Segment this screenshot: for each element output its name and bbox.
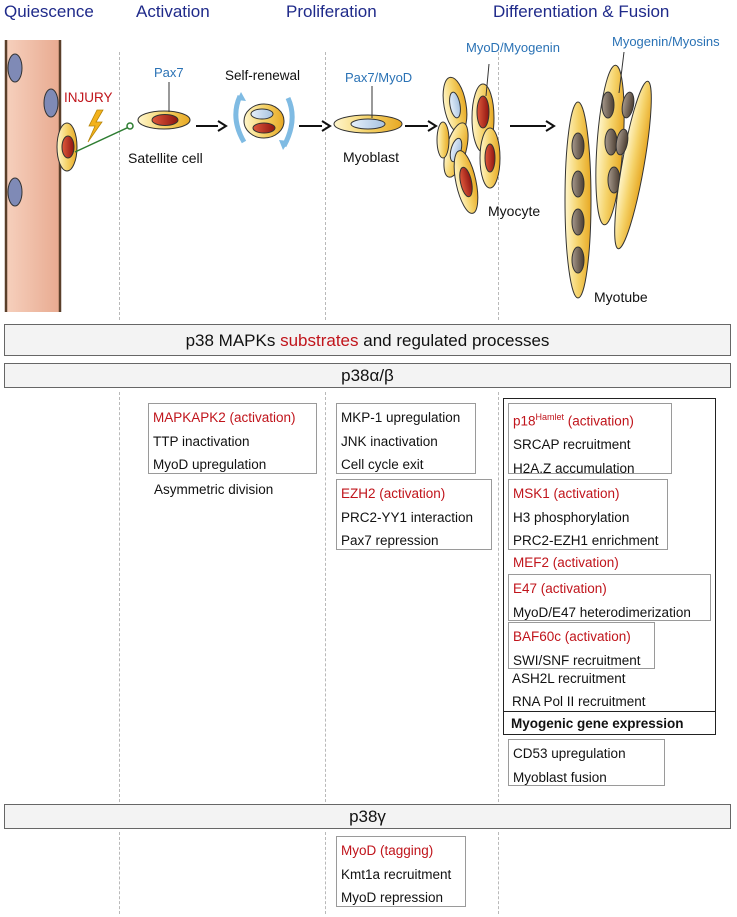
p18-suffix: (activation) xyxy=(564,413,634,429)
box-line: BAF60c (activation) xyxy=(513,629,631,644)
divider xyxy=(503,711,716,712)
box-line: E47 (activation) xyxy=(513,581,607,596)
box-line: MyoD/E47 heterodimerization xyxy=(513,604,691,620)
separator xyxy=(119,52,120,320)
p18-superscript: Hamlet xyxy=(535,412,565,422)
baf60c-box: BAF60c (activation) SWI/SNF recruitment xyxy=(508,622,655,669)
p18-name: p18 xyxy=(513,413,536,429)
asymmetric-division-text: Asymmetric division xyxy=(154,482,274,497)
label-myoblast: Myoblast xyxy=(343,149,400,165)
separator xyxy=(325,52,326,320)
p38-gamma-bar: p38γ xyxy=(4,804,731,829)
box-line: Kmt1a recruitment xyxy=(341,866,452,882)
mkp1-box: MKP-1 upregulation JNK inactivation Cell… xyxy=(336,403,476,474)
ezh2-box: EZH2 (activation) PRC2-YY1 interaction P… xyxy=(336,479,492,550)
activated-satellite-cell xyxy=(137,82,191,130)
myogenesis-illustration xyxy=(4,40,652,312)
box-line: MSK1 (activation) xyxy=(513,486,620,501)
marker-pax7: Pax7 xyxy=(154,65,184,80)
rna-pol-text: RNA Pol II recruitment xyxy=(512,694,646,709)
stage-differentiation: Differentiation & Fusion xyxy=(493,2,670,21)
substrates-header: p38 MAPKs substrates and regulated proce… xyxy=(4,324,731,356)
differentiation-frame xyxy=(503,398,716,735)
mef2-text: MEF2 (activation) xyxy=(513,555,619,570)
box-line: MKP-1 upregulation xyxy=(341,410,461,425)
marker-pax7-myod: Pax7/MyoD xyxy=(345,70,413,85)
myocyte-cells xyxy=(436,63,501,214)
box-line: p18Hamlet (activation) xyxy=(513,406,667,433)
label-self-renewal: Self-renewal xyxy=(225,68,301,83)
box-line: JNK inactivation xyxy=(341,433,438,449)
myoblast-cell xyxy=(333,86,403,134)
box-line: CD53 upregulation xyxy=(513,746,626,761)
box-line: SRCAP recruitment xyxy=(513,437,631,452)
box-line: MyoD upregulation xyxy=(153,457,267,472)
label-satellite-cell: Satellite cell xyxy=(128,150,203,166)
box-line: Pax7 repression xyxy=(341,533,439,548)
box-line: MyoD repression xyxy=(341,890,444,905)
box-line: H2A.Z accumulation xyxy=(513,460,635,476)
box-line: PRC2-EZH1 enrichment xyxy=(513,533,659,548)
myogenic-gene-expression: Myogenic gene expression xyxy=(511,716,684,731)
separator xyxy=(119,832,120,914)
box-line: MyoD (tagging) xyxy=(341,843,434,858)
p18-box: p18Hamlet (activation) SRCAP recruitment… xyxy=(508,403,672,476)
mapkapk2-box: MAPKAPK2 (activation) TTP inactivation M… xyxy=(148,403,317,474)
marker-myogenin-myosins: Myogenin/Myosins xyxy=(612,34,720,49)
separator xyxy=(498,52,499,320)
ash2l-text: ASH2L recruitment xyxy=(512,671,626,686)
stage-activation: Activation xyxy=(136,2,210,21)
separator xyxy=(325,392,326,802)
separator xyxy=(498,832,499,914)
header-highlight: substrates xyxy=(280,331,359,350)
lightning-icon xyxy=(87,109,104,143)
marker-myod-myogenin: MyoD/Myogenin xyxy=(466,40,560,55)
box-line: MAPKAPK2 (activation) xyxy=(153,410,296,425)
injury-label: INJURY xyxy=(64,90,113,105)
myod-tagging-box: MyoD (tagging) Kmt1a recruitment MyoD re… xyxy=(336,836,466,907)
header-text-post: and regulated processes xyxy=(358,331,550,350)
stage-proliferation: Proliferation xyxy=(286,2,377,21)
self-renewal-cell xyxy=(233,92,295,150)
box-line: H3 phosphorylation xyxy=(513,509,630,525)
box-line: Cell cycle exit xyxy=(341,457,424,472)
separator xyxy=(498,392,499,802)
cd53-box: CD53 upregulation Myoblast fusion xyxy=(508,739,665,786)
label-myocyte: Myocyte xyxy=(488,203,541,219)
separator xyxy=(325,832,326,914)
separator xyxy=(119,392,120,802)
msk1-box: MSK1 (activation) H3 phosphorylation PRC… xyxy=(508,479,668,550)
myotube-cells xyxy=(564,51,652,299)
stage-quiescence: Quiescence xyxy=(4,2,94,21)
box-line: SWI/SNF recruitment xyxy=(513,652,641,668)
box-line: PRC2-YY1 interaction xyxy=(341,509,474,525)
header-text-pre: p38 MAPKs xyxy=(185,331,281,350)
quiescent-satellite-cell xyxy=(56,122,78,172)
muscle-fiber xyxy=(4,40,62,312)
box-line: Myoblast fusion xyxy=(513,769,607,785)
box-line: TTP inactivation xyxy=(153,433,250,449)
label-myotube: Myotube xyxy=(594,289,648,305)
p38-alpha-beta-bar: p38α/β xyxy=(4,363,731,388)
e47-box: E47 (activation) MyoD/E47 heterodimeriza… xyxy=(508,574,711,621)
box-line: EZH2 (activation) xyxy=(341,486,446,501)
